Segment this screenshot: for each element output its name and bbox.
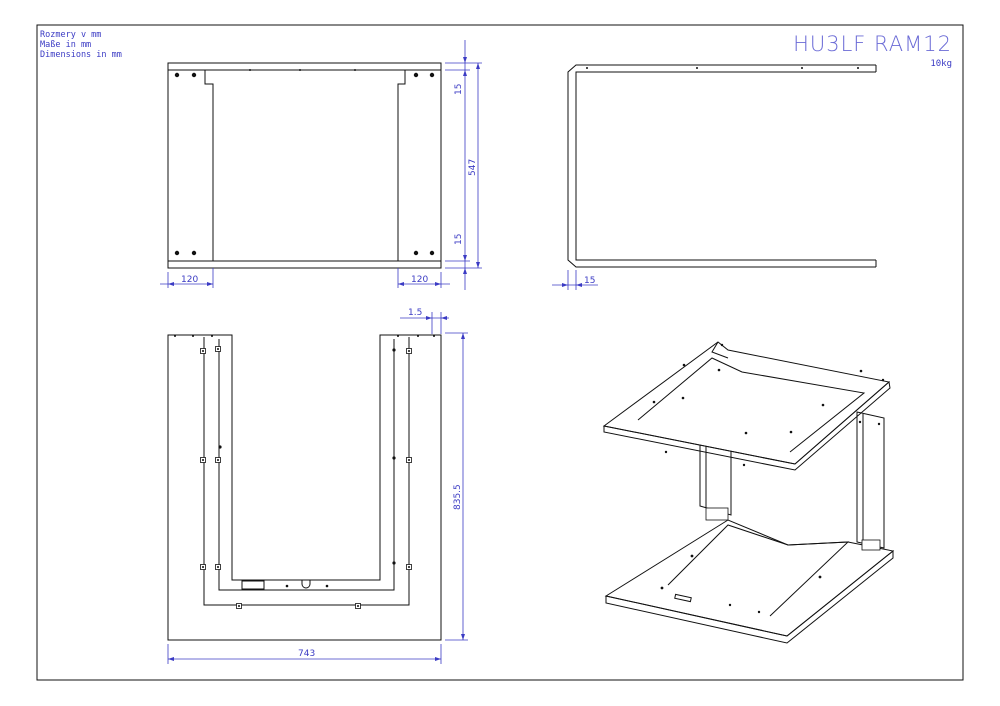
dim-top-flange-lower: 15 <box>454 234 464 245</box>
isometric-view <box>602 341 895 644</box>
dim-side-flange: 15 <box>584 276 595 286</box>
drawing-weight: 10kg <box>930 59 952 69</box>
top-view-dimensions: 120 120 15 547 15 <box>160 40 482 290</box>
front-view <box>167 334 442 641</box>
top-view <box>167 62 442 269</box>
dim-bottom-width: 743 <box>298 649 315 659</box>
units-note: Rozmery v mm Maße in mm Dimensions in mm <box>40 30 122 60</box>
dim-top-depth: 547 <box>468 159 478 176</box>
side-view-dimensions: 15 <box>552 270 598 290</box>
units-note-de: Maße in mm <box>40 40 92 50</box>
units-note-cz: Rozmery v mm <box>40 30 102 40</box>
dim-left-width: 120 <box>181 275 198 285</box>
front-view-dimensions: 1.5 835.5 743 <box>167 308 468 664</box>
dim-top-flange-upper: 15 <box>454 84 464 95</box>
dim-thickness: 1.5 <box>408 308 422 318</box>
side-view <box>567 64 877 268</box>
dim-right-width: 120 <box>411 275 428 285</box>
dim-bottom-depth: 835.5 <box>453 484 463 510</box>
sheet-border <box>36 24 964 681</box>
units-note-en: Dimensions in mm <box>40 50 122 60</box>
drawing-title: HU3LF RAM12 <box>793 32 952 56</box>
